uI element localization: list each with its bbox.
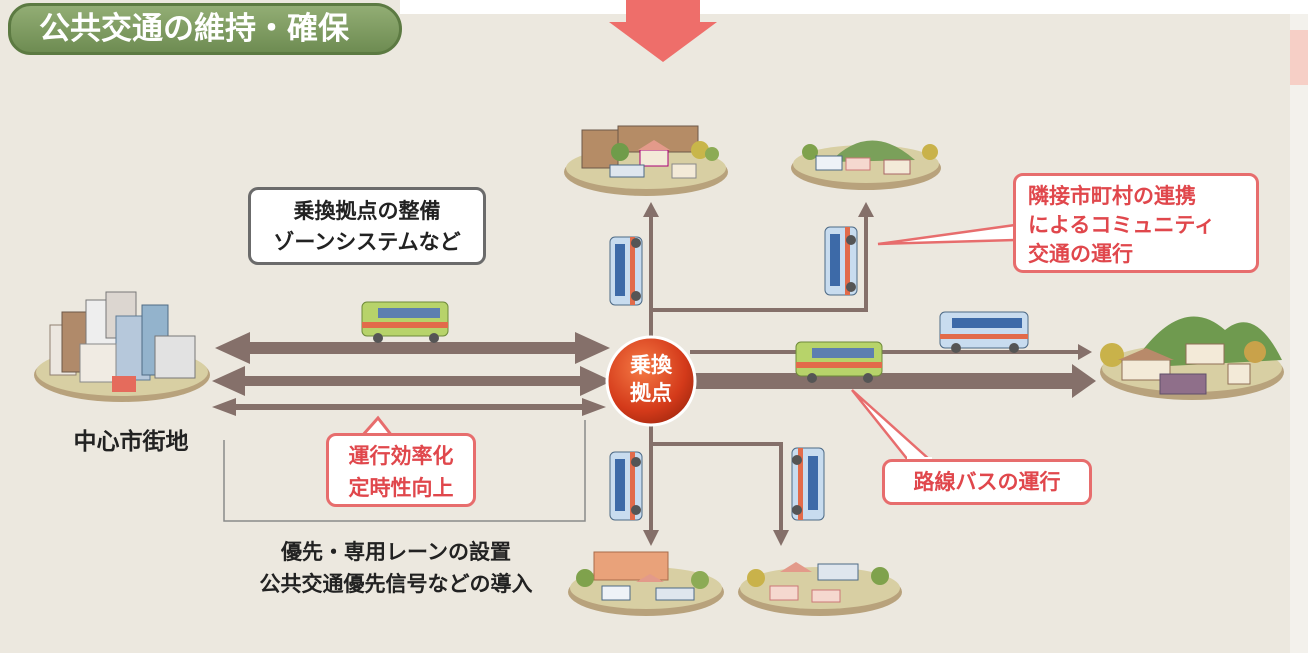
community-line-3: 交通の運行 <box>1028 242 1133 266</box>
bus-vertical-top-left <box>609 236 643 306</box>
priority-lane-text: 優先・専用レーンの設置 公共交通優先信号などの導入 <box>196 536 596 600</box>
top-down-arrow <box>609 0 717 62</box>
bus-green-left <box>361 301 449 343</box>
priority-line-1: 優先・専用レーンの設置 <box>281 540 511 564</box>
bus-vertical-top-right <box>824 226 858 296</box>
efficiency-line-1: 運行効率化 <box>348 444 454 468</box>
city-center-illustration <box>34 291 210 402</box>
left-arrows <box>212 332 612 416</box>
community-callout-pointer <box>877 223 1016 246</box>
efficiency-line-2: 定時性向上 <box>348 476 454 500</box>
village-bottom-right <box>738 562 902 616</box>
page-title: 公共交通の維持・確保 <box>8 3 402 55</box>
transfer-box-line-1: 乗換拠点の整備 <box>293 199 441 223</box>
town-top-center <box>564 125 728 196</box>
bus-vertical-bottom-left <box>609 451 643 521</box>
right-edge-band <box>1290 0 1308 653</box>
community-transport-callout: 隣接市町村の連携 によるコミュニティ 交通の運行 <box>1013 173 1259 273</box>
bus-blue-right <box>939 311 1029 353</box>
hub-label: 乗換 拠点 <box>611 351 691 407</box>
village-top-right <box>791 140 941 190</box>
hub-circle <box>605 335 697 427</box>
route-bus-callout-pointer <box>851 389 931 461</box>
vertical-arrows <box>643 202 874 546</box>
hub-label-line-2: 拠点 <box>630 381 672 405</box>
community-line-2: によるコミュニティ <box>1028 213 1216 237</box>
route-bus-callout: 路線バスの運行 <box>882 459 1092 505</box>
route-bus-label: 路線バスの運行 <box>913 470 1061 494</box>
efficiency-bracket <box>223 420 586 522</box>
hub-label-line-1: 乗換 <box>630 353 672 377</box>
city-center-label: 中心市街地 <box>73 429 189 455</box>
right-edge-tab <box>1290 30 1308 85</box>
bus-green-right <box>795 341 883 383</box>
transfer-hub-box: 乗換拠点の整備 ゾーンシステムなど <box>248 187 486 265</box>
top-white-strip <box>400 0 1308 14</box>
efficiency-callout: 運行効率化 定時性向上 <box>326 433 476 507</box>
bus-vertical-bottom-right <box>791 447 825 521</box>
priority-line-2: 公共交通優先信号などの導入 <box>259 572 533 596</box>
transfer-box-line-2: ゾーンシステムなど <box>273 230 461 254</box>
village-right <box>1100 316 1284 400</box>
community-line-1: 隣接市町村の連携 <box>1028 184 1196 208</box>
town-bottom-left <box>568 551 724 616</box>
